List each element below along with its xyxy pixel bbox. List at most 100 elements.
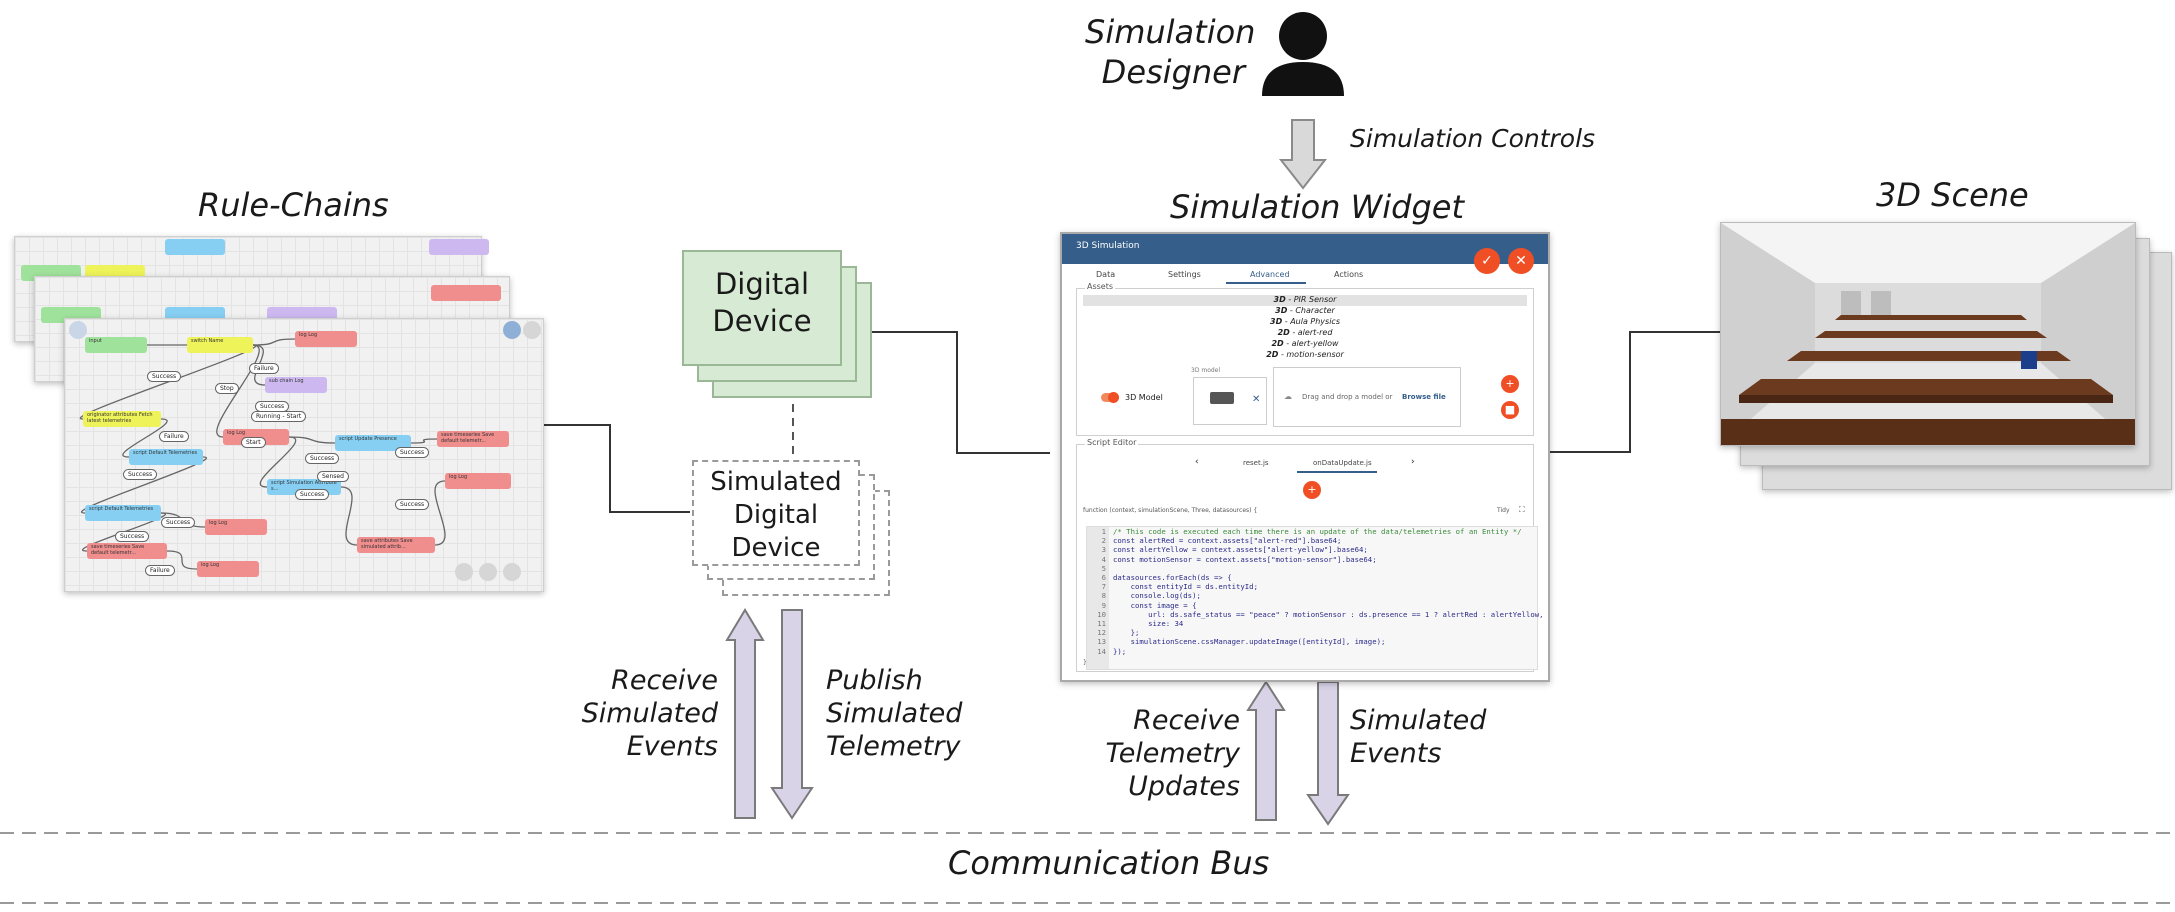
script-editor-section: Script Editor ‹ › reset.js onDataUpdate.… xyxy=(1076,438,1534,672)
rc-node[interactable]: save timeseries Save default telemetr... xyxy=(437,431,509,447)
rc-node xyxy=(429,239,489,255)
link-rulechain-simdevice xyxy=(543,424,690,513)
rule-chains-title: Rule-Chains xyxy=(198,186,389,224)
rc-node[interactable]: script Default Telemetries xyxy=(85,505,161,521)
rc-edge xyxy=(252,338,296,346)
widget-close-icon[interactable]: ✕ xyxy=(1508,248,1534,274)
model-dropzone[interactable]: ☁ Drag and drop a model or Browse file xyxy=(1273,367,1461,427)
rc-edge xyxy=(81,456,207,514)
asset-item[interactable]: 2D - motion-sensor xyxy=(1266,350,1344,359)
rc-node[interactable]: script Default Telemetries xyxy=(129,449,203,465)
rc-node[interactable]: script Update Presence xyxy=(335,435,411,451)
rc-node[interactable]: save timeseries Save default telemetr... xyxy=(87,543,167,559)
rc-close-icon[interactable] xyxy=(503,563,521,581)
rc-node[interactable]: log Log xyxy=(205,519,267,535)
rc-node[interactable]: switch Name xyxy=(187,337,253,353)
tab-actions[interactable]: Actions xyxy=(1334,270,1364,279)
asset-item[interactable]: 3D - Character xyxy=(1275,306,1335,315)
model-thumbnail: ✕ xyxy=(1193,377,1267,425)
delete-asset-icon[interactable]: ■ xyxy=(1501,401,1519,419)
expand-icon[interactable]: ⛶ xyxy=(1519,505,1525,514)
rc-edge-label: Success xyxy=(147,371,182,382)
tab-settings[interactable]: Settings xyxy=(1168,270,1201,279)
add-script-icon[interactable]: + xyxy=(1303,481,1321,499)
code-line: datasources.forEach(ds => { xyxy=(1113,573,1232,583)
line-number: 6 xyxy=(1101,573,1106,583)
assets-label: Assets xyxy=(1085,282,1116,291)
digital-device: Digital Device xyxy=(682,250,842,366)
rc-node[interactable]: originator attributes Fetch latest telem… xyxy=(83,411,161,427)
rc-apply-icon[interactable] xyxy=(479,563,497,581)
drop-text: Drag and drop a model or xyxy=(1302,393,1393,401)
rc-node[interactable]: log Log xyxy=(445,473,511,489)
rc-edge xyxy=(259,436,297,488)
line-number: 3 xyxy=(1101,545,1106,555)
code-line: }; xyxy=(1113,628,1140,638)
rc-node[interactable]: input xyxy=(85,337,147,353)
add-asset-icon[interactable]: + xyxy=(1501,375,1519,393)
closing-brace: } xyxy=(1083,659,1087,666)
code-line: console.log(ds); xyxy=(1113,591,1201,601)
asset-item[interactable]: 3D - PIR Sensor xyxy=(1273,295,1337,304)
rc-gear-icon[interactable] xyxy=(455,563,473,581)
code-line: const motionSensor = context.assets["mot… xyxy=(1113,554,1377,564)
rc-edge-label: Success xyxy=(123,469,158,480)
simulated-events-label: Simulated Events xyxy=(1350,705,1487,769)
rc-node xyxy=(165,239,225,255)
tab-data[interactable]: Data xyxy=(1096,270,1116,279)
publish-simulated-telemetry-label: Publish Simulated Telemetry xyxy=(826,665,963,762)
simulation-widget-title: Simulation Widget xyxy=(1170,188,1465,226)
tab-advanced[interactable]: Advanced xyxy=(1250,270,1290,279)
script-prev-icon[interactable]: ‹ xyxy=(1195,457,1199,467)
sim-device-line2: Digital xyxy=(733,500,819,530)
line-number: 2 xyxy=(1101,536,1106,546)
scene-front xyxy=(1720,222,2136,446)
script-editor-label: Script Editor xyxy=(1085,438,1139,447)
widget-confirm-icon[interactable]: ✓ xyxy=(1474,248,1500,274)
line-number: 5 xyxy=(1101,563,1106,573)
rc-edge-label: Success xyxy=(395,499,430,510)
rc-edge xyxy=(410,438,438,444)
rc-node[interactable]: log Log xyxy=(295,331,357,347)
rc-settings-icon[interactable] xyxy=(503,321,521,339)
asset-item[interactable]: 3D - Aula Physics xyxy=(1270,317,1340,326)
asset-item[interactable]: 2D - alert-yellow xyxy=(1271,339,1339,348)
rc-menu-icon[interactable] xyxy=(69,321,87,339)
simulation-controls-label: Simulation Controls xyxy=(1350,124,1596,153)
line-number: 10 xyxy=(1097,609,1106,619)
digital-device-line1: Digital xyxy=(714,267,810,301)
tidy-button[interactable]: Tidy xyxy=(1497,507,1510,514)
rc-fullscreen-icon[interactable] xyxy=(523,321,541,339)
remove-model-icon[interactable]: ✕ xyxy=(1252,394,1261,405)
sim-device-line3: Device xyxy=(731,533,821,563)
receive-simulated-arrow xyxy=(725,608,765,819)
rc-node[interactable]: sub chain Log xyxy=(265,377,327,393)
asset-item[interactable]: 2D - alert-red xyxy=(1277,328,1333,337)
rc-edge xyxy=(288,436,336,444)
rc-edge-label: Start xyxy=(241,437,266,448)
rc-edge-label: Success xyxy=(161,517,196,528)
rc-node[interactable]: log Log xyxy=(197,561,259,577)
browse-file-link[interactable]: Browse file xyxy=(1402,393,1446,401)
script-tab-ondataupdate[interactable]: onDataUpdate.js xyxy=(1313,459,1372,467)
script-tab-reset[interactable]: reset.js xyxy=(1243,459,1269,467)
script-next-icon[interactable]: › xyxy=(1411,457,1415,467)
classroom-render xyxy=(1721,223,2135,445)
rc-edge-label: Failure xyxy=(249,363,279,374)
code-line: const alertRed = context.assets["alert-r… xyxy=(1113,536,1342,546)
rc-node[interactable]: save attributes Save simulated attrib... xyxy=(357,537,435,553)
line-number: 14 xyxy=(1097,646,1106,656)
model-toggle[interactable] xyxy=(1101,392,1119,403)
assets-section: Assets 3D - PIR Sensor 3D - Character 3D… xyxy=(1076,282,1534,436)
rc-edge-label: Sensed xyxy=(317,471,349,482)
simulated-digital-device: Simulated Digital Device xyxy=(692,460,860,566)
scene-title: 3D Scene xyxy=(1876,176,2029,214)
designer-label: Simulation Designer xyxy=(1085,13,1256,91)
rc-edge-label: Failure xyxy=(145,565,175,576)
code-line: }); xyxy=(1113,646,1127,656)
function-signature: function (context, simulationScene, Thre… xyxy=(1083,507,1258,514)
rc-edge-label: Success xyxy=(295,489,330,500)
line-number: 1 xyxy=(1101,527,1106,536)
